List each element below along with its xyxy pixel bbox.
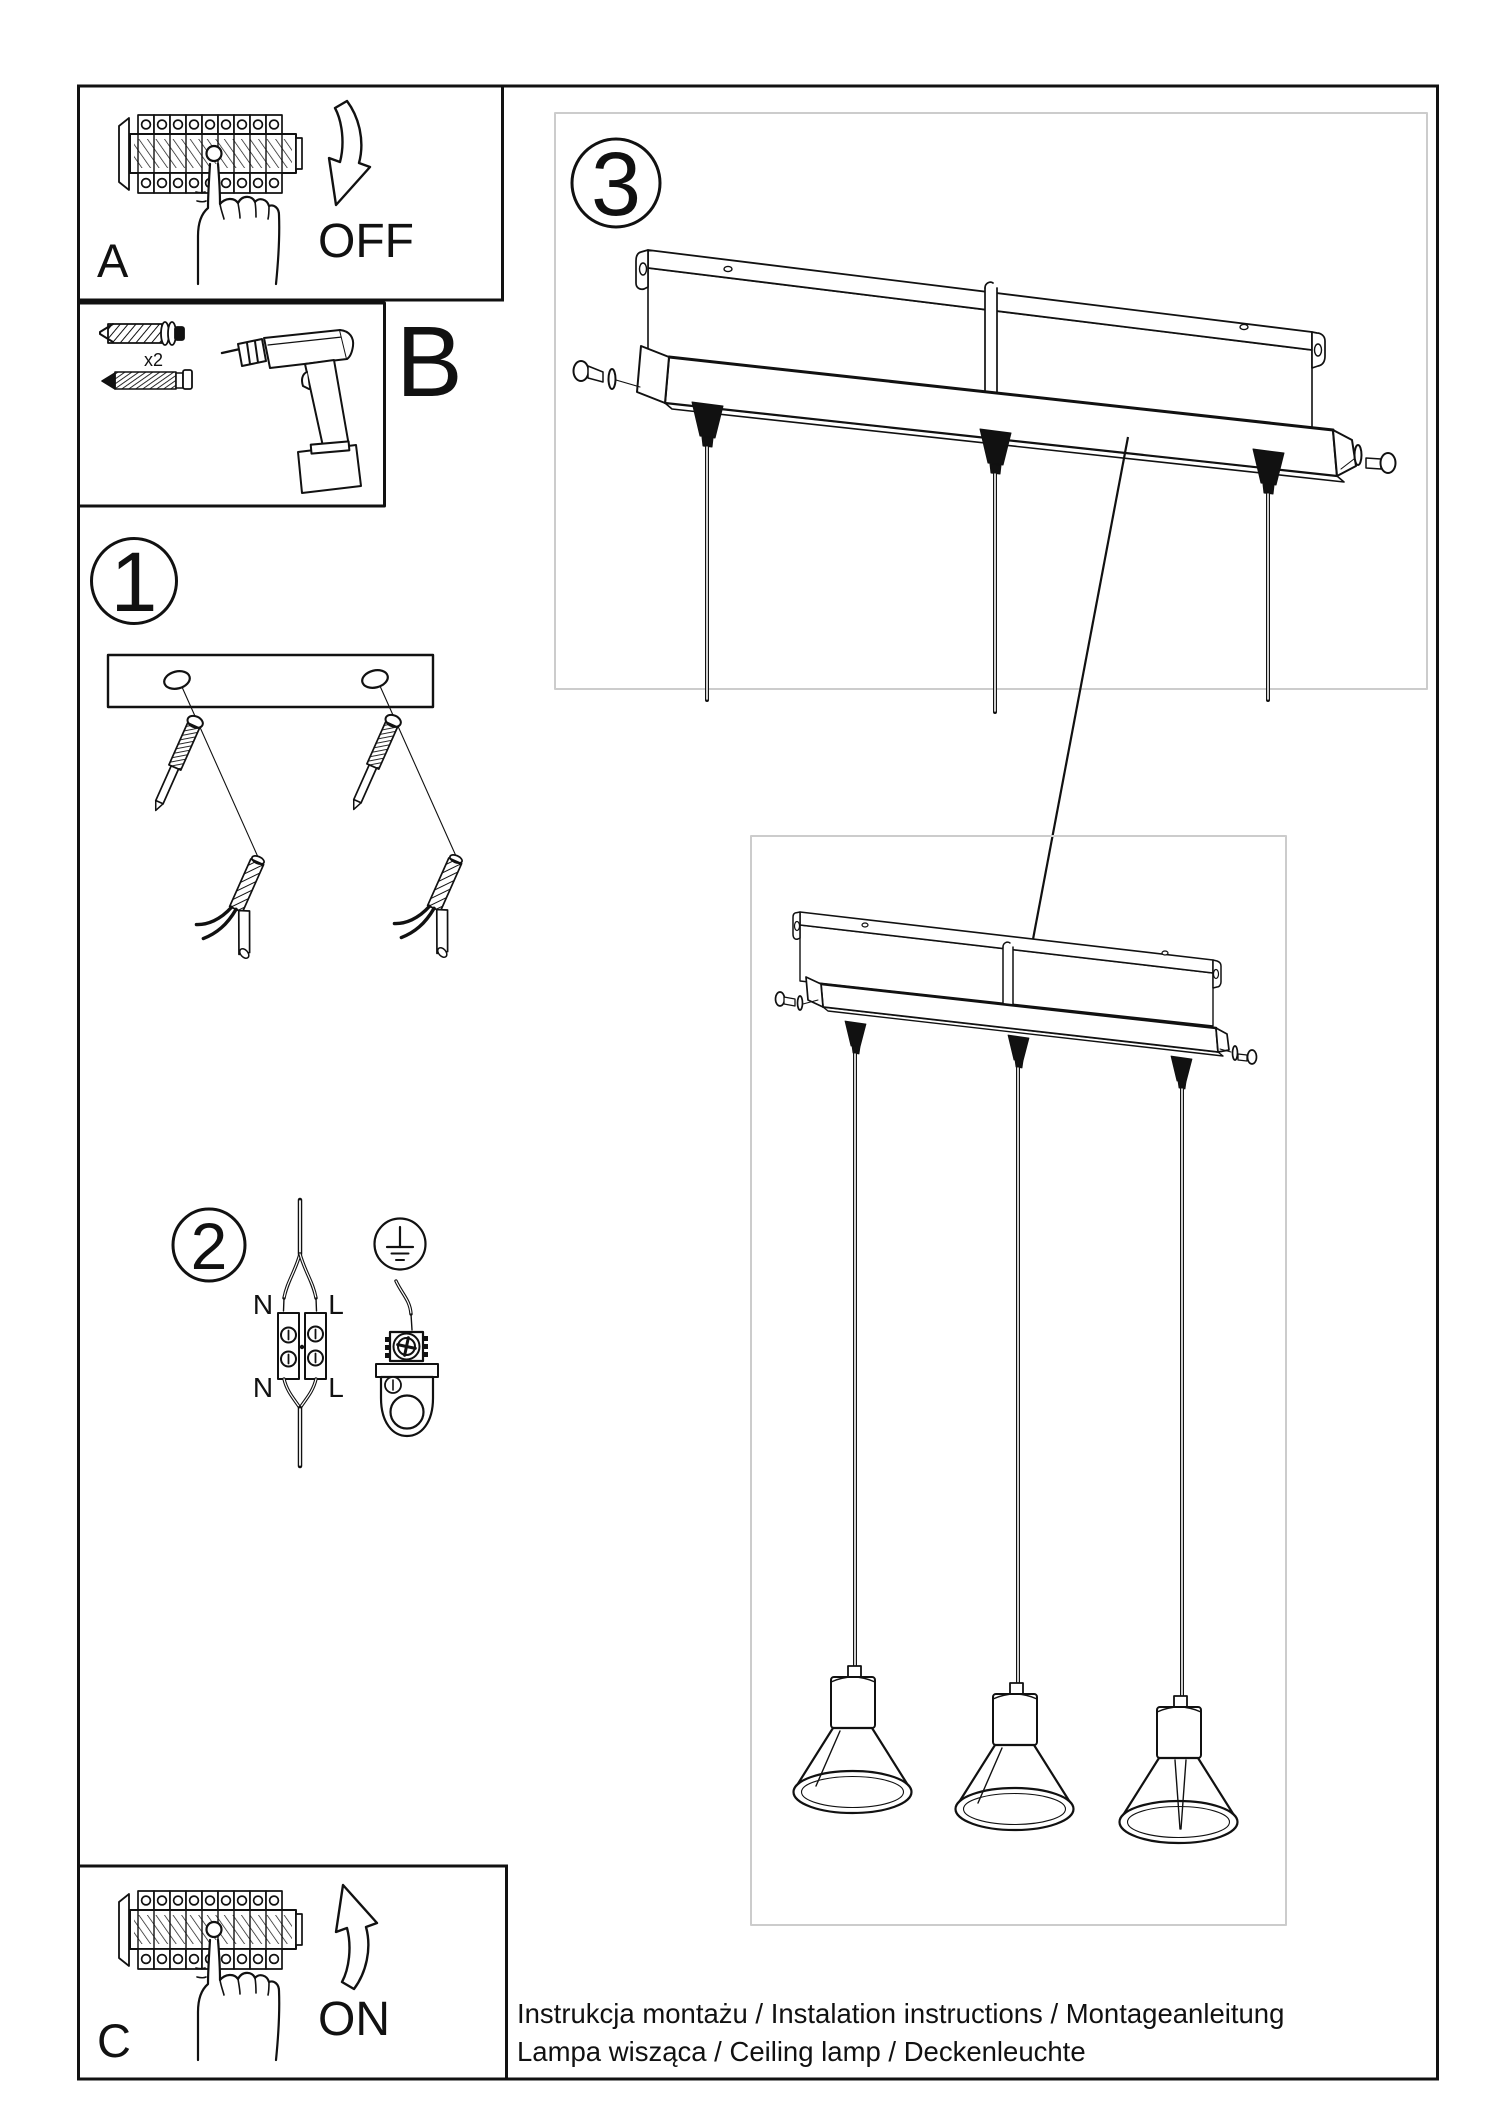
step-2-number: 2 [191, 1209, 228, 1283]
anchor-count-label: x2 [144, 350, 163, 370]
step-c-letter: C [97, 2014, 131, 2067]
step-a-frame [77, 84, 504, 302]
terminal-label-n-top: N [253, 1289, 273, 1320]
pendant-cords-long [853, 1051, 1184, 1699]
terminal-label-n-bottom: N [253, 1372, 273, 1403]
step-2-wiring: 2 N L N L [171, 1197, 439, 1469]
side-screw-right-small [1219, 1045, 1258, 1065]
wall-plug-icon [99, 321, 185, 346]
breaker-panel-hand-icon [117, 1889, 304, 2062]
off-label: OFF [318, 215, 414, 268]
footer-line-1: Instrukcja montażu / Instalation instruc… [517, 1998, 1284, 2029]
step-1-number: 1 [111, 535, 158, 629]
breaker-panel-hand-icon [117, 113, 304, 286]
page-border [77, 84, 1439, 2081]
pendant-cords [705, 444, 1270, 714]
earth-wire [394, 1279, 413, 1331]
lamp-cable [282, 1377, 318, 1469]
drill-icon [220, 329, 362, 494]
step-a-letter: A [97, 234, 129, 287]
footer-line-2: Lampa wisząca / Ceiling lamp / Deckenleu… [517, 2036, 1086, 2067]
side-screw-left [572, 360, 641, 390]
side-screw-left-small [774, 991, 819, 1011]
plate-hole [163, 670, 191, 690]
step-c-frame [77, 1864, 508, 2081]
cord-grips-small [844, 1020, 1193, 1090]
step-3-number: 3 [591, 135, 641, 235]
step-b-letter: B [396, 306, 463, 418]
step-c-power-on: ON C [77, 1864, 508, 2081]
step-b-frame [77, 301, 386, 508]
ceiling-bracket [635, 249, 1326, 429]
step-b-tools: x2 B [77, 301, 463, 508]
step-1-badge [90, 537, 178, 625]
mounting-screw-icon [154, 714, 204, 812]
side-screw-right [1340, 444, 1397, 474]
terminal-block [277, 1312, 327, 1380]
mains-cable [282, 1197, 318, 1312]
terminal-label-l-top: L [328, 1289, 344, 1320]
final-assembly-frame [750, 835, 1287, 1926]
on-label: ON [318, 1993, 390, 2046]
final-assembly [750, 835, 1287, 1926]
plate-hole [361, 669, 389, 689]
step-2-badge [171, 1207, 247, 1283]
mounting-screw-icon [352, 713, 402, 811]
screw-icon [101, 369, 193, 390]
detail-pointer-line [1018, 436, 1130, 1009]
earth-symbol-icon [373, 1217, 427, 1271]
wall-anchor-icon [392, 854, 463, 958]
step-a-power-off: OFF A [77, 84, 504, 302]
footer: Instrukcja montażu / Instalation instruc… [517, 1998, 1284, 2067]
cord-grips [691, 401, 1285, 495]
switch-down-arrow-icon [327, 99, 372, 207]
step-1-drilling: 1 [90, 535, 463, 959]
step-3-frame [554, 112, 1428, 690]
earth-clamp-screw [385, 1330, 428, 1363]
step-3-mounting: 3 [554, 112, 1428, 714]
pendant-lamp-2 [954, 1681, 1075, 1832]
pendant-lamp-1 [792, 1664, 913, 1815]
wall-anchor-icon [194, 855, 265, 959]
canopy-rail-small [805, 976, 1230, 1057]
switch-up-arrow-icon [334, 1883, 379, 1991]
pendant-lamp-3 [1118, 1694, 1239, 1845]
earth-bracket [375, 1363, 439, 1438]
step-3-badge [570, 137, 662, 229]
terminal-label-l-bottom: L [328, 1372, 344, 1403]
mains-cable [984, 281, 998, 410]
